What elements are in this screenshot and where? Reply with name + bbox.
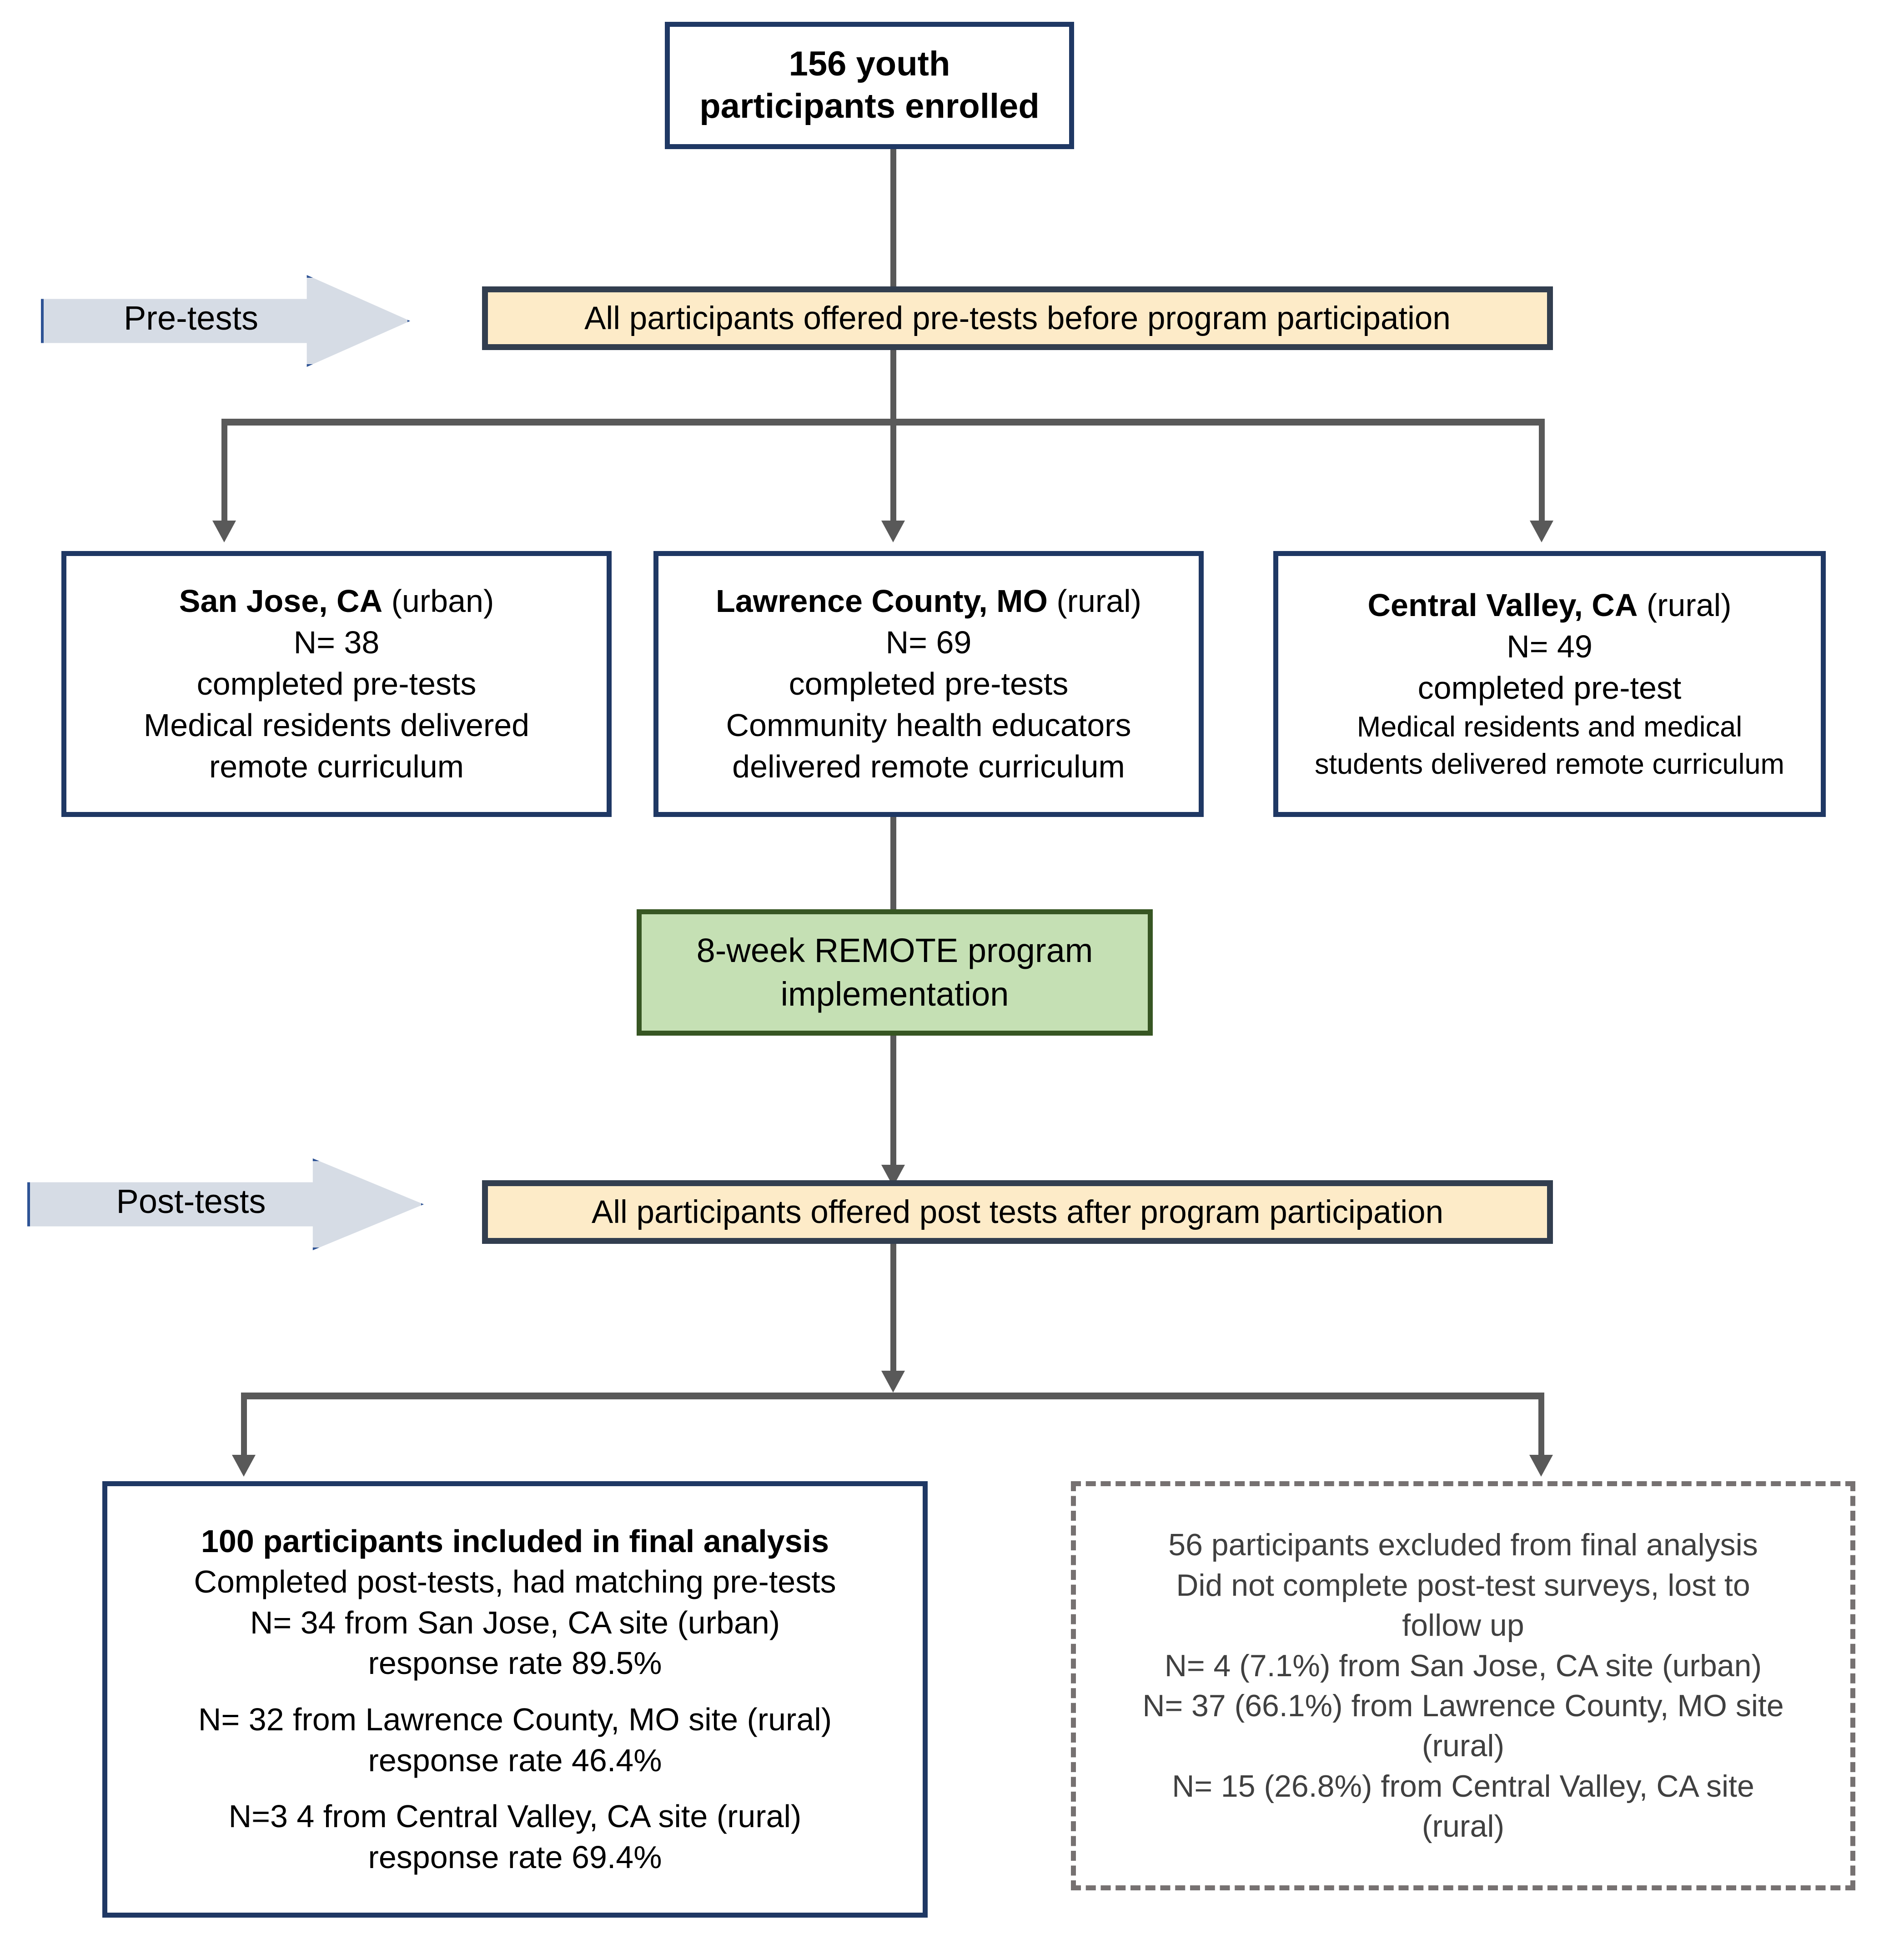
connector-pretest-to-split bbox=[890, 350, 896, 423]
excluded-reason-1: Did not complete post-test surveys, lost… bbox=[1176, 1568, 1750, 1603]
callout-pre-tests: Pre-tests bbox=[41, 275, 410, 367]
post-tests-label: Post-tests bbox=[116, 1182, 266, 1220]
site-central-valley-title: Central Valley, CA (rural) bbox=[1367, 585, 1731, 626]
connector-program-to-posttest bbox=[890, 1036, 896, 1167]
site-san-jose-delivery-1: Medical residents delivered bbox=[143, 707, 530, 743]
posttest-banner-text: All participants offered post tests afte… bbox=[591, 1194, 1444, 1230]
site-central-valley-name: Central Valley, CA bbox=[1367, 587, 1638, 623]
included-subheading: Completed post-tests, had matching pre-t… bbox=[194, 1564, 836, 1600]
callout-post-tests: Post-tests bbox=[27, 1158, 424, 1250]
site-central-valley-completed: completed pre-test bbox=[1417, 670, 1682, 706]
site-lawrence-setting: (rural) bbox=[1056, 583, 1142, 619]
included-entry-3-n: N=3 4 from Central Valley, CA site (rura… bbox=[228, 1799, 802, 1834]
site-lawrence-title: Lawrence County, MO (rural) bbox=[716, 581, 1141, 622]
arrowhead-site-central-valley bbox=[1530, 521, 1553, 542]
site-lawrence-completed: completed pre-tests bbox=[789, 666, 1069, 701]
split-bar-outcomes bbox=[241, 1393, 1544, 1399]
site-san-jose-setting: (urban) bbox=[391, 583, 494, 619]
site-central-valley-n: N= 49 bbox=[1507, 629, 1593, 665]
included-entry-2-rate: response rate 46.4% bbox=[368, 1742, 662, 1778]
excluded-entry-1: N= 4 (7.1%) from San Jose, CA site (urba… bbox=[1164, 1648, 1762, 1683]
excluded-reason-2: follow up bbox=[1402, 1608, 1524, 1643]
site-central-valley-delivery-2: students delivered remote curriculum bbox=[1315, 748, 1784, 780]
node-excluded-final-analysis: 56 participants excluded from final anal… bbox=[1071, 1481, 1855, 1890]
arrowhead-site-san-jose bbox=[212, 521, 236, 542]
included-entry-3-rate: response rate 69.4% bbox=[368, 1839, 662, 1875]
program-line-2: implementation bbox=[780, 975, 1009, 1013]
node-posttest-banner: All participants offered post tests afte… bbox=[482, 1180, 1553, 1244]
site-lawrence-delivery-1: Community health educators bbox=[726, 707, 1131, 743]
site-lawrence-delivery-2: delivered remote curriculum bbox=[732, 749, 1125, 784]
arrowhead-site-lawrence bbox=[881, 521, 905, 542]
site-san-jose-title: San Jose, CA (urban) bbox=[179, 581, 494, 622]
pre-tests-label: Pre-tests bbox=[123, 299, 259, 337]
connector-sites-to-program bbox=[890, 817, 896, 911]
included-heading: 100 participants included in final analy… bbox=[201, 1523, 829, 1559]
node-pretest-banner: All participants offered pre-tests befor… bbox=[482, 286, 1553, 350]
node-included-final-analysis: 100 participants included in final analy… bbox=[102, 1481, 928, 1918]
split-drop-excluded bbox=[1538, 1393, 1544, 1458]
split-drop-left bbox=[221, 419, 227, 523]
site-central-valley-setting: (rural) bbox=[1646, 587, 1732, 623]
enrolled-line-1: 156 youth bbox=[789, 45, 950, 84]
site-lawrence-name: Lawrence County, MO bbox=[715, 583, 1048, 619]
split-drop-included bbox=[241, 1393, 247, 1458]
site-san-jose-name: San Jose, CA bbox=[179, 583, 383, 619]
split-drop-right bbox=[1539, 419, 1545, 523]
node-site-central-valley: Central Valley, CA (rural) N= 49 complet… bbox=[1273, 551, 1826, 817]
excluded-entry-3: N= 15 (26.8%) from Central Valley, CA si… bbox=[1172, 1769, 1754, 1804]
split-bar-sites bbox=[221, 419, 1545, 426]
arrowhead-bottom-split bbox=[881, 1371, 905, 1393]
arrowhead-included bbox=[232, 1455, 256, 1477]
excluded-entry-2: N= 37 (66.1%) from Lawrence County, MO s… bbox=[1142, 1688, 1784, 1723]
site-lawrence-n: N= 69 bbox=[885, 625, 972, 660]
site-central-valley-delivery-1: Medical residents and medical bbox=[1356, 711, 1743, 743]
excluded-heading: 56 participants excluded from final anal… bbox=[1168, 1528, 1758, 1563]
site-san-jose-delivery-2: remote curriculum bbox=[209, 749, 464, 784]
node-program-implementation: 8-week REMOTE program implementation bbox=[637, 909, 1153, 1036]
site-san-jose-completed: completed pre-tests bbox=[196, 666, 477, 701]
node-site-lawrence: Lawrence County, MO (rural) N= 69 comple… bbox=[653, 551, 1204, 817]
arrowhead-excluded bbox=[1529, 1455, 1553, 1477]
pretest-banner-text: All participants offered pre-tests befor… bbox=[584, 300, 1451, 336]
connector-posttest-to-split bbox=[890, 1244, 896, 1376]
included-entry-2-n: N= 32 from Lawrence County, MO site (rur… bbox=[198, 1702, 832, 1737]
site-san-jose-n: N= 38 bbox=[293, 625, 380, 660]
enrolled-line-2: participants enrolled bbox=[699, 87, 1040, 125]
node-site-san-jose: San Jose, CA (urban) N= 38 completed pre… bbox=[61, 551, 612, 817]
program-line-1: 8-week REMOTE program bbox=[696, 931, 1093, 969]
connector-enrolled-to-pretest bbox=[890, 149, 896, 290]
split-drop-middle bbox=[890, 419, 896, 523]
included-entry-1-n: N= 34 from San Jose, CA site (urban) bbox=[250, 1604, 780, 1640]
excluded-entry-3-cont: (rural) bbox=[1422, 1809, 1505, 1844]
node-enrolled: 156 youth participants enrolled bbox=[665, 22, 1074, 149]
excluded-entry-2-cont: (rural) bbox=[1422, 1729, 1505, 1764]
included-entry-1-rate: response rate 89.5% bbox=[368, 1645, 662, 1681]
